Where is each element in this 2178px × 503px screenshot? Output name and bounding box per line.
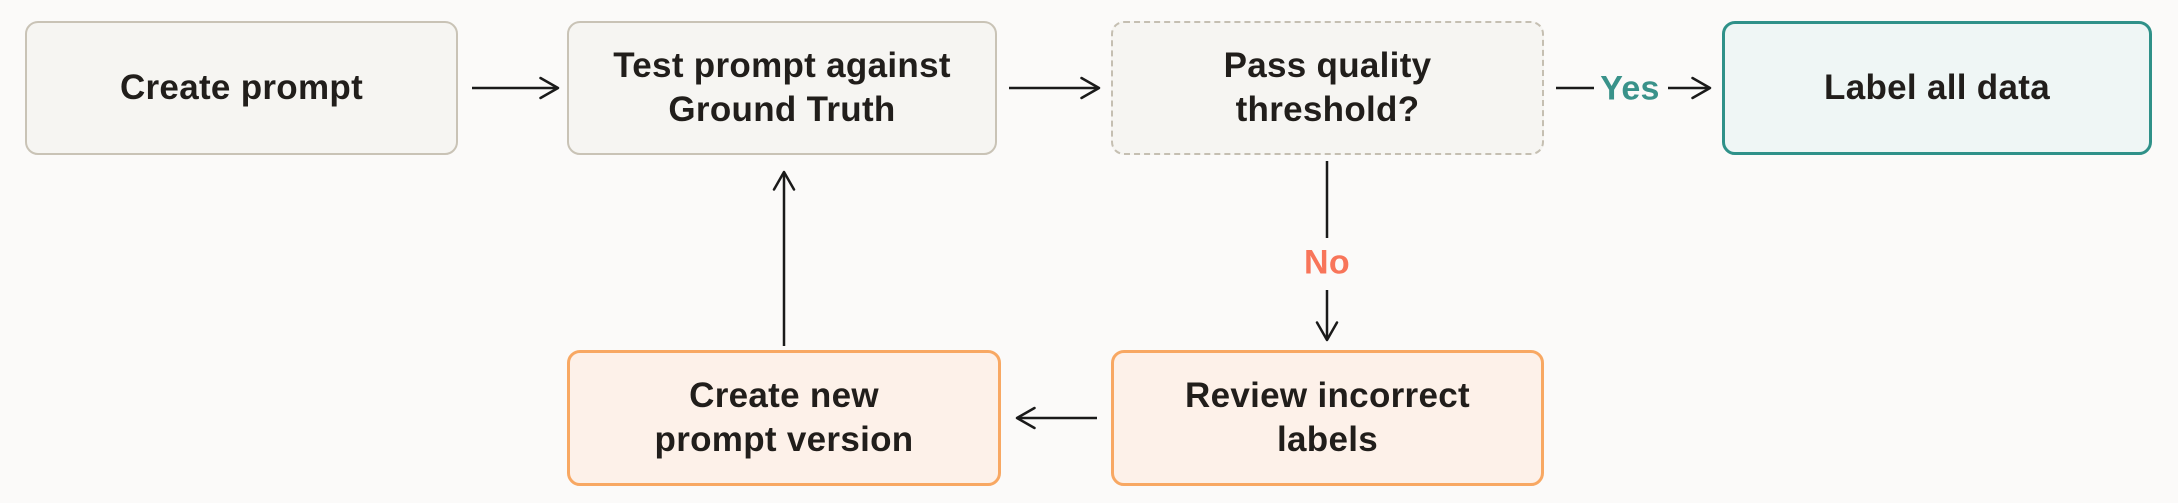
- edge-label-no: No: [1304, 243, 1350, 282]
- node-create-prompt: Create prompt: [25, 21, 458, 155]
- node-label-line: Create prompt: [119, 67, 364, 107]
- node-test-prompt: Test prompt against Ground Truth: [567, 21, 997, 155]
- node-label-line: Create new: [689, 375, 879, 415]
- node-label-line: prompt version: [654, 420, 914, 459]
- node-label-all-data: Label all data: [1722, 21, 2152, 155]
- node-pass-quality-threshold: Pass quality threshold?: [1111, 21, 1544, 155]
- edge-label-yes: Yes: [1600, 69, 1660, 108]
- node-review-incorrect-labels: Review incorrect labels: [1111, 350, 1544, 486]
- node-label-line: labels: [1276, 420, 1379, 459]
- node-label-line: Pass quality: [1223, 45, 1432, 85]
- node-label-line: Ground Truth: [668, 90, 896, 129]
- node-create-new-prompt-version: Create new prompt version: [567, 350, 1001, 486]
- node-label-line: Test prompt against: [613, 45, 951, 85]
- node-label-line: threshold?: [1235, 90, 1420, 129]
- node-label-line: Review incorrect: [1185, 375, 1470, 415]
- node-label-line: Label all data: [1824, 67, 2050, 107]
